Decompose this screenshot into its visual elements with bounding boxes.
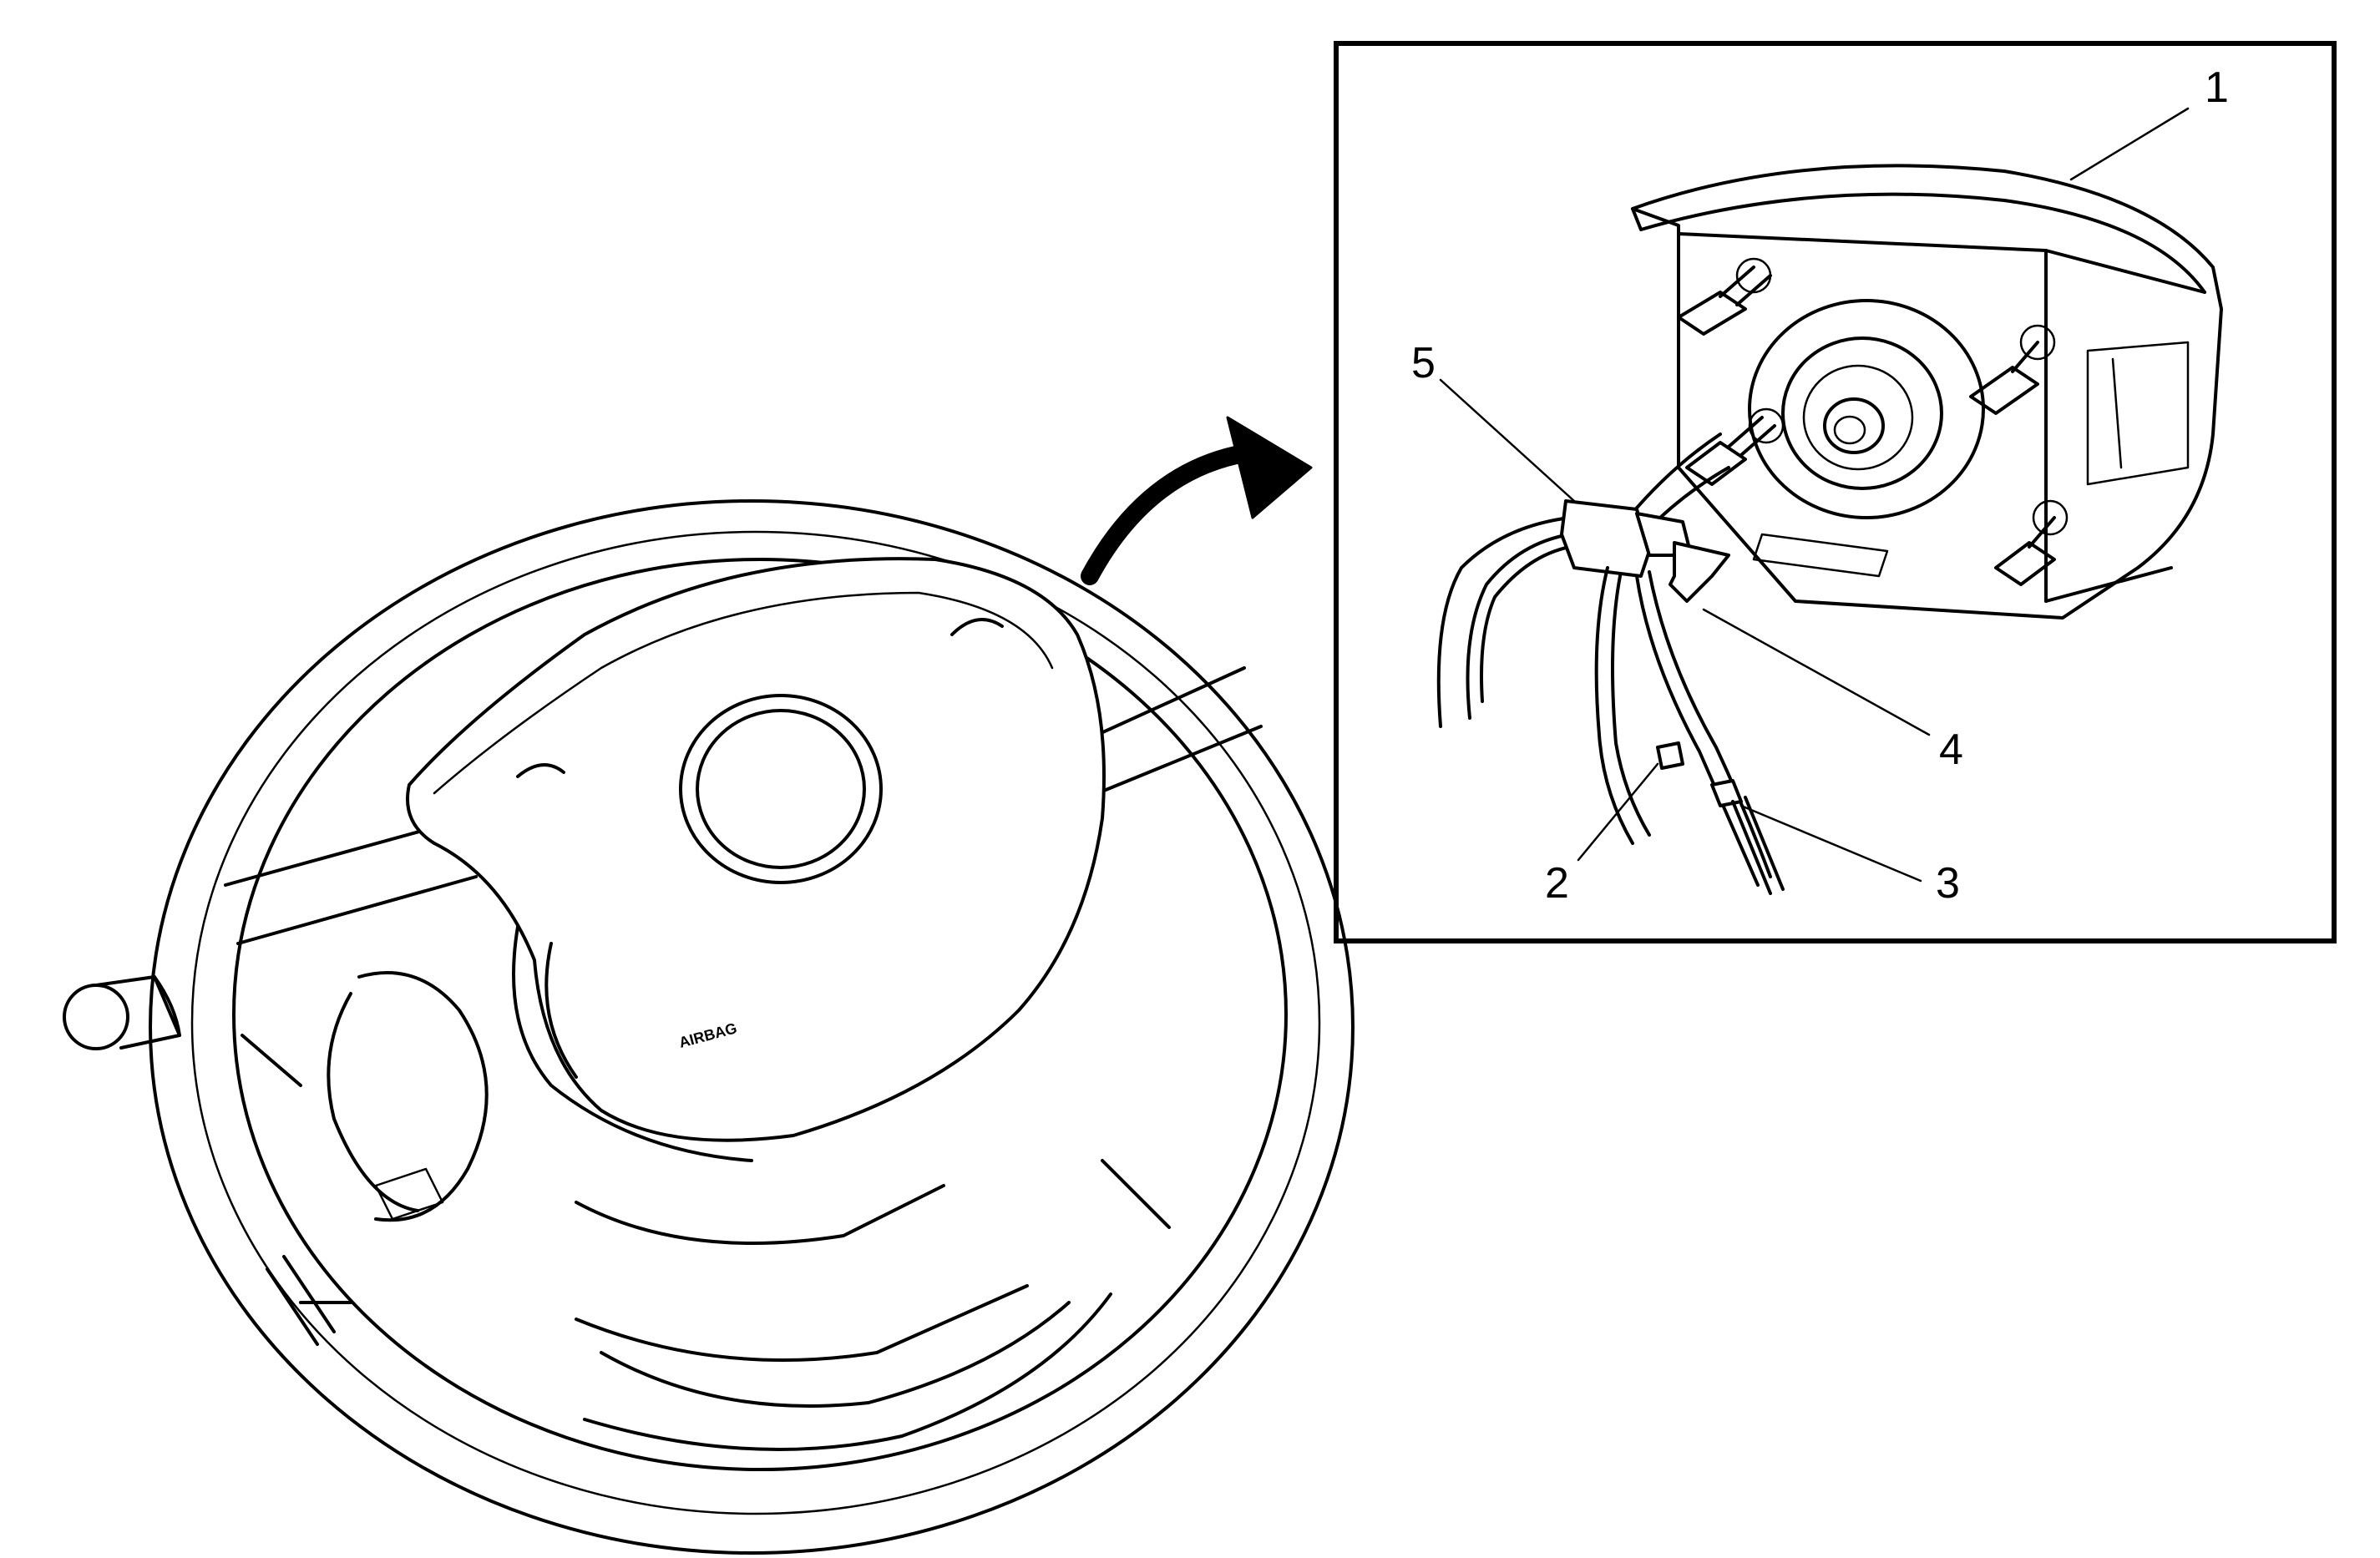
- inflator: [1748, 299, 1985, 519]
- steering-column: [63, 975, 352, 1346]
- callout-5: 5: [1411, 339, 1436, 387]
- wheel-spokes: [224, 666, 1263, 1451]
- airbag-module-rear: [1631, 164, 2223, 620]
- connector-assembly: [1436, 432, 1785, 895]
- wiring-terminal-3: [1710, 779, 1743, 807]
- wiring-terminal-2: [1656, 741, 1684, 770]
- horn-pad-emblem: [679, 694, 883, 884]
- leader-lines: [1439, 107, 2190, 883]
- inset-frame: [1334, 41, 2337, 943]
- wheel-rim-outer: [149, 499, 1355, 1555]
- callout-2: 2: [1545, 859, 1569, 908]
- callout-1: 1: [2205, 63, 2229, 112]
- removal-arrow: [1081, 416, 1313, 585]
- wheel-rim-inner: [232, 558, 1288, 1471]
- mounting-studs: [1677, 257, 2069, 586]
- airbag-module: AIRBAG: [327, 557, 1106, 1222]
- detail-inset: 1 5 4 2 3: [1334, 41, 2337, 943]
- callout-4: 4: [1939, 726, 1963, 774]
- callout-3: 3: [1936, 859, 1960, 908]
- steering-wheel: AIRBAG: [63, 499, 1355, 1555]
- wiring-connector-5: [1560, 499, 1651, 578]
